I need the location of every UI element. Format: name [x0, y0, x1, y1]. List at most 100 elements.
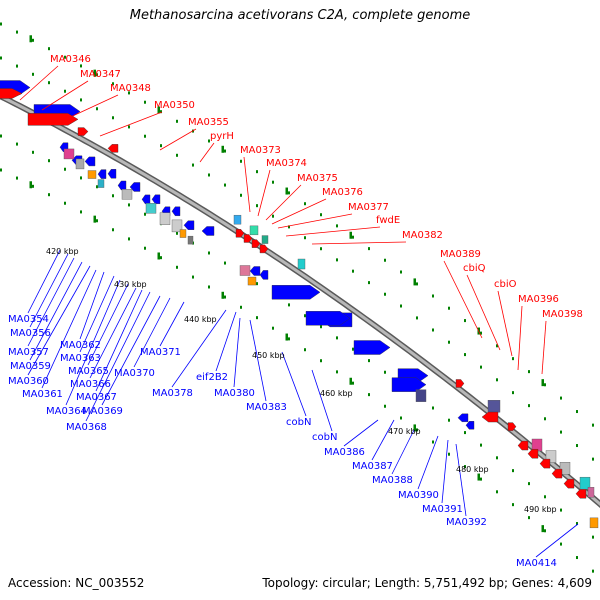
leader-line-forward	[243, 156, 251, 213]
track-dot	[448, 452, 450, 456]
track-dot	[384, 258, 386, 262]
leader-line-forward	[199, 142, 215, 163]
gene-box-dark	[187, 235, 194, 245]
track-dot	[512, 503, 514, 507]
gene-arrow-forward	[575, 489, 587, 499]
track-dot	[80, 176, 82, 180]
track-dot	[368, 359, 370, 363]
track-dot	[160, 144, 162, 148]
gene-label-forward: MA0376	[322, 187, 363, 198]
track-dot	[176, 265, 178, 269]
track-dot	[256, 316, 258, 320]
track-dot	[128, 237, 130, 241]
gene-arrow-reverse	[141, 194, 151, 205]
gene-box-grey	[545, 450, 557, 463]
leader-line-forward	[271, 198, 327, 225]
gene-label-forward: MA0377	[348, 202, 389, 213]
gene-box-grey	[75, 158, 85, 170]
gene-label-forward: MA0350	[154, 100, 195, 111]
gene-label-reverse: MA0388	[372, 475, 413, 486]
track-dot	[144, 100, 146, 104]
gene-arrow-reverse	[465, 421, 475, 430]
kbp-tick	[413, 424, 416, 432]
track-dot	[528, 482, 530, 486]
track-dot	[0, 134, 2, 138]
leader-line-reverse	[27, 265, 91, 376]
gene-box-grey	[559, 462, 571, 475]
track-dot	[96, 107, 98, 111]
gene-arrow-forward	[251, 239, 261, 248]
track-dot	[496, 344, 498, 348]
kbp-label: 450 kbp	[252, 351, 285, 360]
gene-box-teal	[261, 235, 269, 244]
gene-label-reverse: MA0387	[352, 461, 393, 472]
track-dot	[592, 423, 594, 427]
gene-arrow-forward	[27, 113, 79, 126]
gene-arrow-forward	[539, 458, 551, 469]
gene-label-reverse: MA0361	[22, 389, 63, 400]
gene-box-grey	[159, 212, 171, 225]
track-dot	[480, 477, 482, 481]
leader-line-reverse	[95, 289, 143, 392]
track-dot	[432, 406, 434, 410]
track-dot	[128, 91, 130, 95]
leader-line-reverse	[79, 271, 105, 340]
track-dot	[368, 281, 370, 285]
track-dot	[0, 22, 2, 26]
track-dot	[16, 176, 18, 180]
track-dot	[256, 204, 258, 208]
gene-label-reverse: MA0368	[66, 422, 107, 433]
gene-label-reverse: eif2B2	[196, 372, 228, 383]
leader-line-reverse	[215, 311, 237, 372]
leader-line-reverse	[85, 291, 151, 422]
track-dot	[576, 522, 578, 526]
track-dot	[512, 357, 514, 361]
gene-arrow-forward-blue	[305, 311, 351, 326]
gene-box-pink	[239, 265, 251, 276]
track-dot	[16, 30, 18, 34]
gene-arrow-forward	[551, 468, 563, 479]
track-dot	[272, 180, 274, 184]
track-dot	[80, 64, 82, 68]
track-dot	[496, 456, 498, 460]
track-dot	[416, 428, 418, 432]
track-dot	[144, 134, 146, 138]
kbp-tick	[413, 278, 416, 286]
track-dot	[576, 556, 578, 560]
leader-line-reverse	[29, 261, 83, 361]
track-dot	[0, 168, 2, 172]
track-dot	[432, 328, 434, 332]
kbp-tick	[29, 181, 32, 189]
track-dot	[272, 326, 274, 330]
track-dot	[400, 304, 402, 308]
gene-arrow-forward	[0, 88, 23, 99]
track-dot	[208, 285, 210, 289]
track-dot	[32, 150, 34, 154]
track-dot	[384, 404, 386, 408]
track-dot	[112, 82, 114, 86]
leader-line-reverse	[27, 249, 61, 314]
track-dot	[224, 261, 226, 265]
gene-arrow-reverse	[151, 194, 161, 205]
gene-label-reverse: MA0380	[214, 388, 255, 399]
gene-label-forward: MA0398	[542, 309, 583, 320]
leader-line-forward	[311, 241, 407, 245]
track-dot	[112, 228, 114, 232]
gene-arrow-forward	[507, 422, 517, 431]
gene-label-reverse: cobN	[312, 432, 337, 443]
topology-text: Topology: circular; Length: 5,751,492 bp…	[262, 576, 592, 590]
gene-box-pink	[587, 487, 595, 498]
gene-box-grey	[121, 189, 133, 200]
gene-arrow-forward	[481, 411, 499, 423]
track-dot	[400, 270, 402, 274]
track-dot	[352, 235, 354, 239]
kbp-tick	[541, 525, 544, 533]
track-dot	[592, 457, 594, 461]
track-dot	[176, 153, 178, 157]
track-dot	[528, 516, 530, 520]
track-dot	[336, 336, 338, 340]
track-dot	[160, 110, 162, 114]
track-dot	[304, 236, 306, 240]
gene-box-magenta	[63, 148, 75, 160]
track-dot	[304, 348, 306, 352]
